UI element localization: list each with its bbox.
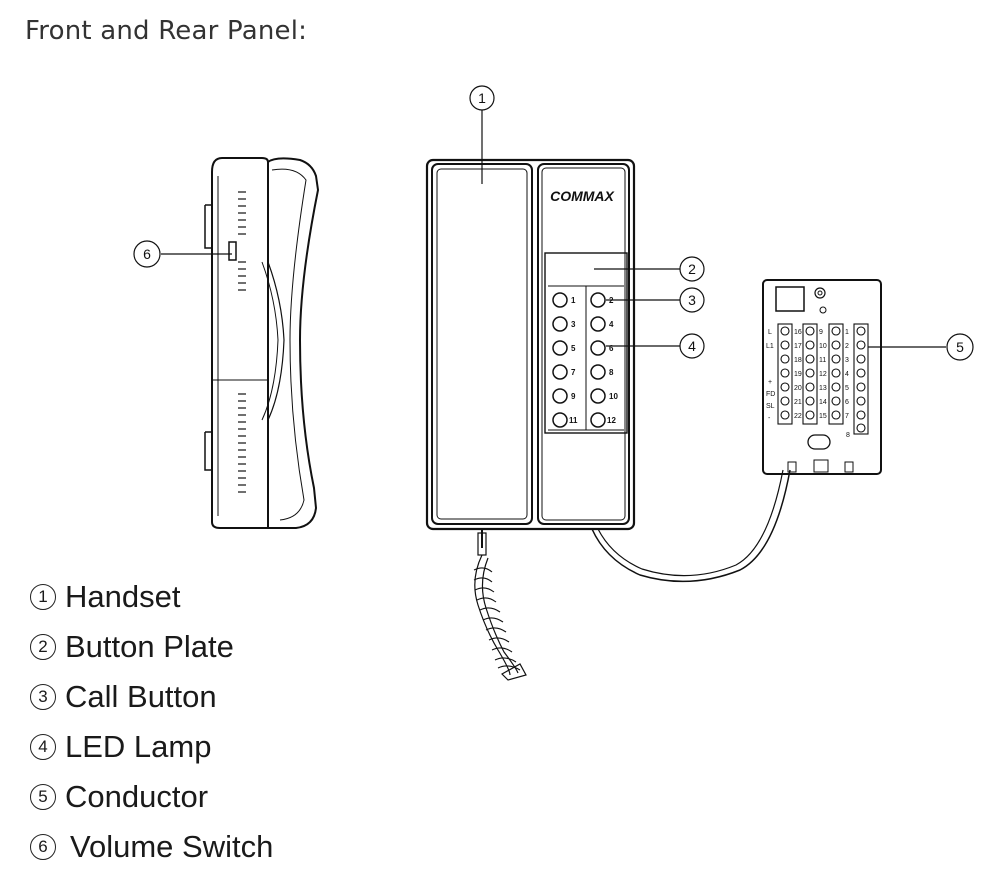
button-number: 6 bbox=[609, 344, 614, 353]
terminal-label: 6 bbox=[845, 399, 849, 406]
call-button bbox=[552, 412, 568, 428]
callout-number: 6 bbox=[143, 246, 151, 262]
terminal-label: 12 bbox=[819, 371, 827, 378]
callout-circle bbox=[469, 85, 495, 111]
terminal-label: 7 bbox=[845, 413, 849, 420]
terminal-label: 2 bbox=[845, 343, 849, 350]
button-number: 12 bbox=[607, 416, 616, 425]
call-button bbox=[552, 364, 568, 380]
conductor-board bbox=[762, 279, 882, 475]
call-button bbox=[590, 316, 606, 332]
terminal-blocks bbox=[777, 323, 869, 435]
call-button bbox=[552, 340, 568, 356]
terminal-label: 1 bbox=[845, 329, 849, 336]
callout-circle bbox=[133, 240, 161, 268]
legend-number: 3 bbox=[30, 684, 56, 710]
legend-number: 2 bbox=[30, 634, 56, 660]
callouts bbox=[133, 85, 974, 361]
legend-label: LED Lamp bbox=[65, 729, 212, 764]
legend-label: Conductor bbox=[65, 779, 209, 814]
terminal-label: 18 bbox=[794, 357, 802, 364]
button-number: 3 bbox=[571, 320, 576, 329]
callout-number: 4 bbox=[688, 338, 696, 354]
legend-item: 2 Button Plate bbox=[30, 622, 273, 672]
button-number: 10 bbox=[609, 392, 618, 401]
terminal-label: 3 bbox=[845, 357, 849, 364]
button-number: 7 bbox=[571, 368, 576, 377]
callout-number: 3 bbox=[688, 292, 696, 308]
legend-item: 4 LED Lamp bbox=[30, 722, 273, 772]
button-number: 4 bbox=[609, 320, 614, 329]
legend-number: 4 bbox=[30, 734, 56, 760]
terminal-label: 10 bbox=[819, 343, 827, 350]
legend-item: 3 Call Button bbox=[30, 672, 273, 722]
callout-number: 1 bbox=[478, 90, 486, 106]
legend-label: Button Plate bbox=[65, 629, 234, 664]
terminal-label: 11 bbox=[819, 357, 826, 364]
legend-label: Volume Switch bbox=[70, 829, 274, 864]
front-view bbox=[425, 158, 636, 681]
callout-circle bbox=[679, 287, 705, 313]
terminal-side-label: L1 bbox=[766, 343, 774, 350]
legend-label: Call Button bbox=[65, 679, 217, 714]
call-button bbox=[590, 292, 606, 308]
terminal-side-label: FD bbox=[766, 391, 775, 398]
terminal-side-label: - bbox=[768, 415, 771, 422]
callout-number: 2 bbox=[688, 261, 696, 277]
terminal-label: 22 bbox=[794, 413, 802, 420]
callout-circle bbox=[946, 333, 974, 361]
terminal-label: 17 bbox=[794, 343, 802, 350]
button-number: 11 bbox=[569, 416, 578, 425]
legend-list: 1 Handset 2 Button Plate 3 Call Button 4… bbox=[30, 572, 273, 872]
terminal-label: 20 bbox=[794, 385, 802, 392]
legend-label: Handset bbox=[65, 579, 181, 614]
call-button bbox=[590, 388, 606, 404]
call-button bbox=[552, 292, 568, 308]
leader-lines bbox=[161, 110, 946, 348]
button-number: 8 bbox=[609, 368, 614, 377]
terminal-side-label: SL bbox=[766, 403, 775, 410]
legend-number: 6 bbox=[30, 834, 56, 860]
call-button bbox=[590, 340, 606, 356]
button-number: 5 bbox=[571, 344, 576, 353]
terminal-label: 8 bbox=[846, 432, 850, 439]
terminal-side-label: L bbox=[768, 329, 772, 336]
terminal-label: 5 bbox=[845, 385, 849, 392]
callout-number: 5 bbox=[956, 339, 964, 355]
terminal-label: 13 bbox=[819, 385, 827, 392]
brand-logo: COMMAX bbox=[550, 188, 615, 204]
call-button bbox=[552, 316, 568, 332]
page-title: Front and Rear Panel: bbox=[25, 16, 308, 46]
call-buttons bbox=[552, 292, 606, 428]
callout-circle bbox=[679, 333, 705, 359]
legend-number: 1 bbox=[30, 584, 56, 610]
legend-item: 5 Conductor bbox=[30, 772, 273, 822]
terminal-label: 21 bbox=[794, 399, 802, 406]
side-view bbox=[204, 157, 320, 529]
terminal-label: 19 bbox=[794, 371, 802, 378]
button-number: 9 bbox=[571, 392, 576, 401]
button-numbers: 1 2 3 4 5 6 7 8 9 10 11 12 bbox=[569, 296, 618, 425]
legend-item: 6 Volume Switch bbox=[30, 822, 273, 872]
terminal-label: 14 bbox=[819, 399, 827, 406]
legend-number: 5 bbox=[30, 784, 56, 810]
terminal-label: 15 bbox=[819, 413, 827, 420]
button-number: 1 bbox=[571, 296, 576, 305]
terminal-label: 4 bbox=[845, 371, 849, 378]
terminal-label: 16 bbox=[794, 329, 802, 336]
call-button bbox=[590, 364, 606, 380]
legend-item: 1 Handset bbox=[30, 572, 273, 622]
terminal-side-label: + bbox=[768, 379, 772, 386]
terminal-label: 9 bbox=[819, 329, 823, 336]
callout-circle bbox=[679, 256, 705, 282]
call-button bbox=[552, 388, 568, 404]
callout-numbers: 1 2 3 4 5 6 bbox=[143, 90, 964, 355]
terminal-labels: 16 17 18 19 20 21 22 9 10 11 12 13 14 15… bbox=[766, 329, 850, 439]
call-button bbox=[590, 412, 606, 428]
connection-cable bbox=[591, 469, 791, 583]
